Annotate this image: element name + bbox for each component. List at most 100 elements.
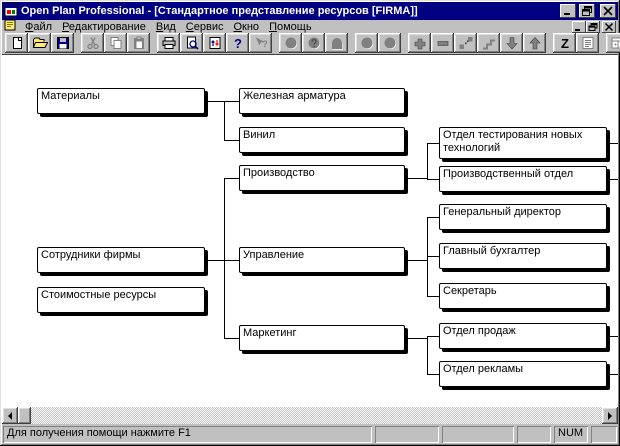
app-icon [4,3,18,20]
svg-text:?: ? [234,36,242,50]
tree-node-otdel-testirovaniya[interactable]: Отдел тестирования новых технологий [439,127,607,159]
connector-line [427,217,439,218]
menu-item-файл[interactable]: Файл [25,20,53,33]
connector-line [224,178,239,179]
tree-node-otdel-reklamy[interactable]: Отдел рекламы [439,361,607,387]
circle-icon [279,33,302,53]
restore-icon[interactable] [579,4,595,18]
document-icon[interactable] [4,19,17,34]
title-bar: Open Plan Professional - [Стандартное пр… [2,2,618,20]
horizontal-scrollbar[interactable] [2,407,618,424]
status-panel [591,426,617,443]
tree-node-upravlenie[interactable]: Управление [239,247,405,273]
toolbar-group [606,33,620,53]
z-order-icon[interactable]: Z [553,33,576,53]
window-title: Open Plan Professional - [Стандартное пр… [21,5,418,17]
circle-detail-icon [302,33,325,53]
scrollbar-thumb[interactable] [18,407,31,424]
connector-line [224,338,239,339]
toolbar-group [408,33,546,53]
print-icon[interactable] [157,33,180,53]
toolbar: ?? Z [2,33,620,55]
connector-line [224,101,225,140]
connector-line [205,101,224,102]
connector-line [427,143,428,179]
connector-line [224,178,225,338]
notes-icon [576,33,599,53]
tile-window-icon [606,33,620,53]
status-panel [442,426,514,443]
scroll-left-icon[interactable] [2,407,18,424]
menu-item-помощь[interactable]: Помощь [269,20,312,33]
menu-item-сервис[interactable]: Сервис [185,20,224,33]
toolbar-group [355,33,401,53]
tree-node-generalnyj-direktor[interactable]: Генеральный директор [439,204,607,230]
save-icon[interactable] [51,33,74,53]
tree-node-zheleznaya-armatura[interactable]: Железная арматура [239,88,405,114]
connector-line [610,143,618,144]
toolbar-group: ?? [157,33,272,53]
connector-line [405,178,427,179]
toolbar-group: Z [553,33,599,53]
mdi-minimize-icon[interactable] [572,20,586,33]
tree-node-marketing[interactable]: Маркетинг [239,325,405,351]
tree-node-sekretar[interactable]: Секретарь [439,283,607,309]
tree-node-proizvodstvennyj-otdel[interactable]: Производственный отдел [439,166,607,192]
minus-icon[interactable] [431,33,454,53]
menu-item-окно[interactable]: Окно [233,20,260,33]
mdi-restore-icon[interactable] [586,20,600,33]
connector-line [427,143,439,144]
connector-line [205,260,224,261]
minimize-icon[interactable] [560,4,576,18]
menu-bar: Файл Редактирование Вид Сервис Окно Помощь [2,19,618,34]
connector-line [224,101,239,102]
plus-icon[interactable] [408,33,431,53]
mdi-close-icon[interactable] [602,20,616,33]
toolbar-group [279,33,348,53]
tree-node-otdel-prodazh[interactable]: Отдел продаж [439,323,607,349]
connector-line [405,260,427,261]
status-panel [517,426,551,443]
status-panel [375,426,439,443]
tree-node-vinil[interactable]: Винил [239,127,405,153]
tree-node-stoimostnye-resursy[interactable]: Стоимостные ресурсы [37,287,205,313]
tree-node-proizvodstvo[interactable]: Производство [239,165,405,191]
tree-node-sotrudniki-firmy[interactable]: Сотрудники фирмы [37,247,205,273]
tree-node-glavnyj-buhgalter[interactable]: Главный бухгалтер [439,243,607,269]
help-icon[interactable]: ? [226,33,249,53]
cut-icon [81,33,104,53]
circle-icon [355,33,378,53]
link-nodes-icon[interactable] [454,33,477,53]
status-message: Для получения помощи нажмите F1 [3,426,372,443]
connector-line [610,374,618,375]
connector-line [427,296,439,297]
menu-item-вид[interactable]: Вид [155,20,176,33]
toolbar-group [5,33,74,53]
arch-icon [325,33,348,53]
update-icon[interactable] [203,33,226,53]
arrow-down-icon[interactable] [500,33,523,53]
connector-line [427,374,439,375]
open-folder-icon[interactable] [28,33,51,53]
close-icon[interactable] [600,4,616,18]
context-help-icon: ? [249,33,272,53]
paste-icon [127,33,150,53]
menu-item-редактирование[interactable]: Редактирование [62,20,146,33]
connector-line [427,336,428,374]
copy-icon [104,33,127,53]
connector-line [224,260,239,261]
print-preview-icon[interactable] [180,33,203,53]
toolbar-group [81,33,150,53]
svg-text:Z: Z [561,36,569,50]
scroll-right-icon[interactable] [602,407,618,424]
step-chart-icon[interactable] [477,33,500,53]
connector-line [224,140,239,141]
new-file-icon[interactable] [5,33,28,53]
connector-line [610,179,618,180]
tree-node-materialy[interactable]: Материалы [37,88,205,114]
arrow-up-icon[interactable] [523,33,546,53]
connector-line [405,338,427,339]
svg-text:?: ? [262,39,268,49]
